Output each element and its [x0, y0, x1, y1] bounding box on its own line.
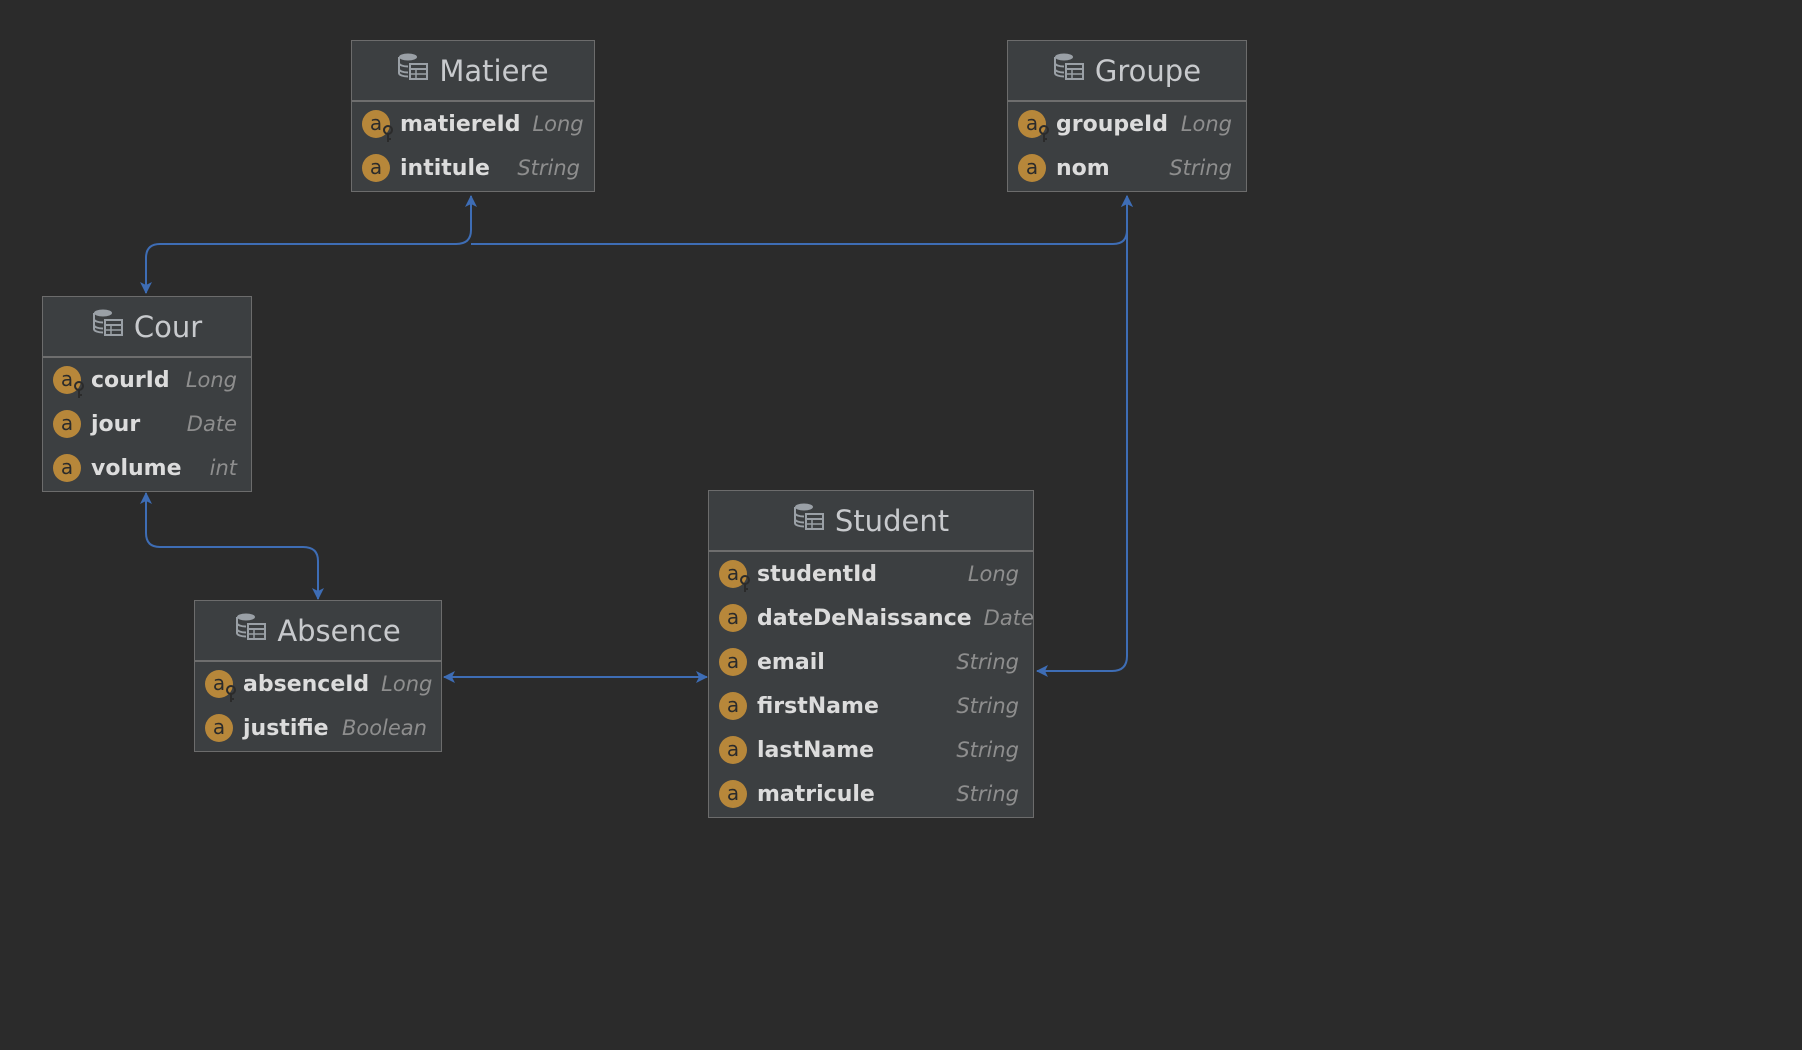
field-name: matricule [757, 781, 875, 807]
attribute-icon: a [362, 154, 390, 182]
field-name: nom [1056, 155, 1110, 181]
entity-title: Absence [277, 613, 401, 648]
attribute-icon: a [205, 714, 233, 742]
field-name: volume [91, 455, 182, 481]
field-type: String [1169, 156, 1232, 180]
field-type: Date [186, 412, 237, 436]
field-name: justifie [243, 715, 329, 741]
database-table-icon [793, 501, 825, 540]
entity-header: Cour [43, 297, 251, 358]
field-name: lastName [757, 737, 875, 763]
entity-title: Cour [133, 309, 203, 344]
primary-key-attribute-icon: a [1018, 110, 1049, 142]
field-type: Long [381, 672, 433, 696]
field-name: dateDeNaissance [757, 605, 972, 631]
relation-cour-groupe[interactable] [471, 195, 1133, 245]
field-type: int [209, 456, 237, 480]
database-table-icon [235, 611, 267, 650]
entity-title: Matiere [439, 53, 549, 88]
relation-groupe-student[interactable] [1036, 195, 1133, 677]
entity-header: Absence [195, 601, 441, 662]
field-name: jour [91, 411, 141, 437]
database-table-icon [397, 51, 429, 90]
field-type: Long [967, 562, 1019, 586]
field-type: Long [532, 112, 584, 136]
primary-key-attribute-icon: a [362, 110, 393, 142]
field-name: email [757, 649, 825, 675]
field-row[interactable]: a matiereId Long [352, 102, 594, 146]
field-name: matiereId [400, 111, 521, 137]
field-row[interactable]: a studentId Long [709, 552, 1033, 596]
primary-key-attribute-icon: a [205, 670, 236, 702]
field-row[interactable]: a intitule String [352, 146, 594, 190]
attribute-icon: a [1018, 154, 1046, 182]
entity-student[interactable]: Student a studentId Long a dateDeNaissance Dat… [708, 490, 1034, 818]
field-name: intitule [400, 155, 490, 181]
entity-header: Groupe [1008, 41, 1246, 102]
entity-header: Student [709, 491, 1033, 552]
field-row[interactable]: a matricule String [709, 772, 1033, 816]
database-table-icon [1053, 51, 1085, 90]
field-row[interactable]: a groupeId Long [1008, 102, 1246, 146]
attribute-icon: a [719, 648, 747, 676]
field-type: Boolean [341, 716, 427, 740]
field-row[interactable]: a absenceId Long [195, 662, 441, 706]
field-name: groupeId [1056, 111, 1168, 137]
attribute-icon: a [53, 410, 81, 438]
field-type: String [956, 650, 1019, 674]
field-name: courId [91, 367, 170, 393]
attribute-icon: a [719, 692, 747, 720]
entity-title: Student [834, 503, 950, 538]
field-type: String [956, 738, 1019, 762]
field-type: Date [983, 606, 1034, 630]
relation-cour-absence[interactable] [140, 492, 324, 600]
field-name: studentId [757, 561, 878, 587]
field-type: Long [185, 368, 237, 392]
field-row[interactable]: a firstName String [709, 684, 1033, 728]
entity-header: Matiere [352, 41, 594, 102]
field-type: String [517, 156, 580, 180]
database-table-icon [92, 307, 124, 346]
relation-cour-matiere[interactable] [140, 195, 477, 294]
attribute-icon: a [719, 736, 747, 764]
field-name: absenceId [243, 671, 370, 697]
primary-key-attribute-icon: a [719, 560, 750, 592]
primary-key-attribute-icon: a [53, 366, 84, 398]
field-row[interactable]: a justifie Boolean [195, 706, 441, 750]
entity-title: Groupe [1094, 53, 1202, 88]
field-name: firstName [757, 693, 879, 719]
field-type: String [956, 694, 1019, 718]
attribute-icon: a [719, 780, 747, 808]
attribute-icon: a [719, 604, 747, 632]
entity-matiere[interactable]: Matiere a matiereId Long a intitule String [351, 40, 595, 192]
field-row[interactable]: a lastName String [709, 728, 1033, 772]
field-row[interactable]: a dateDeNaissance Date [709, 596, 1034, 640]
field-type: Long [1180, 112, 1232, 136]
entity-absence[interactable]: Absence a absenceId Long a justifie Boolean [194, 600, 442, 752]
attribute-icon: a [53, 454, 81, 482]
field-type: String [956, 782, 1019, 806]
